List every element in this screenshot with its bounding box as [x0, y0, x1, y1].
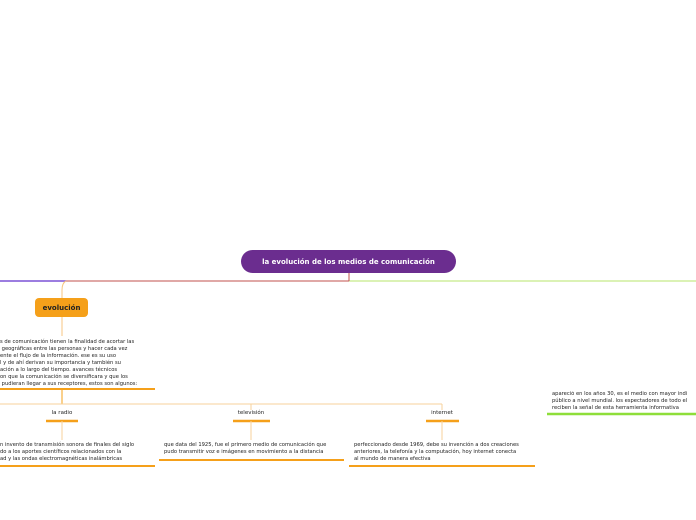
radio-label[interactable]: la radio [51, 410, 73, 416]
right-branch-text: apareció en los años 30, es el medio con… [552, 391, 688, 411]
television-text: que data del 1925, fue el primero medio … [164, 442, 327, 455]
root-topic-node[interactable]: la evolución de los medios de comunicaci… [241, 250, 456, 273]
television-label[interactable]: televisión [237, 410, 265, 416]
internet-text: perfeccionado desde 1969, debe su invenc… [354, 442, 519, 462]
radio-text: n invento de transmisión sonora de final… [0, 442, 135, 462]
evolucion-node[interactable]: evolución [35, 298, 88, 317]
internet-label[interactable]: internet [431, 410, 453, 416]
connector-evolucion [61, 280, 67, 298]
intro-text: s de comunicación tienen la finalidad de… [0, 339, 138, 387]
